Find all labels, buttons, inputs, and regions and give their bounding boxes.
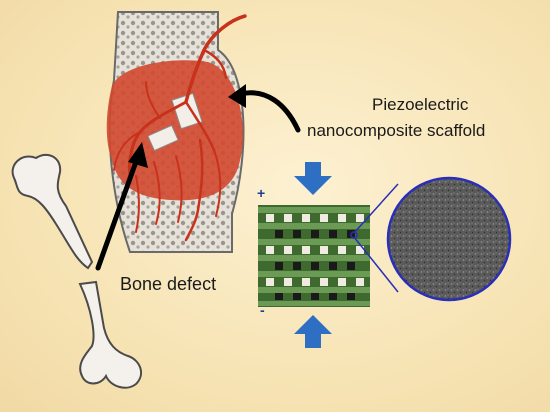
positive-pole-label: + xyxy=(257,185,266,201)
bone-cross-section xyxy=(106,11,247,253)
pointer-arrow-icon xyxy=(95,84,301,271)
compression-arrow-icon xyxy=(294,162,332,348)
piezoelectric-scaffold xyxy=(258,205,370,307)
bone-defect-label: Bone defect xyxy=(120,274,217,294)
zoom-lens-icon xyxy=(350,176,512,302)
negative-pole-label: - xyxy=(260,302,265,318)
scaffold-label-line1: Piezoelectric xyxy=(372,95,469,114)
femur-bone-icon xyxy=(11,153,143,389)
scaffold-label-line2: nanocomposite scaffold xyxy=(307,121,486,140)
